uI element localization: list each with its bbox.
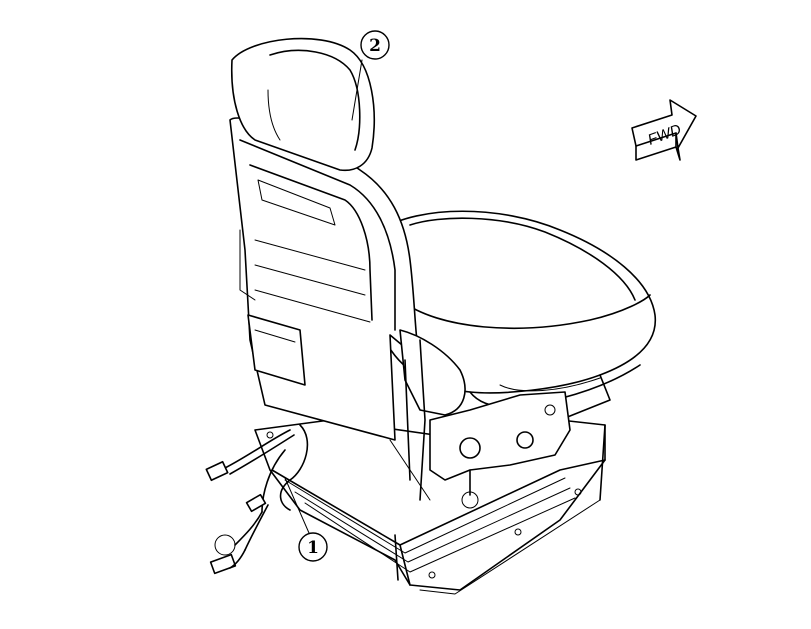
wiring-harness bbox=[205, 424, 309, 575]
callout-2: 2 bbox=[360, 30, 390, 60]
fwd-arrow: FWD bbox=[631, 99, 697, 161]
recline-bracket bbox=[429, 391, 571, 509]
seat-back bbox=[229, 117, 466, 501]
callout-1: 1 bbox=[298, 532, 328, 562]
leader-line-2 bbox=[351, 59, 363, 121]
callout-2-label: 2 bbox=[369, 36, 381, 56]
callout-1-label: 1 bbox=[307, 538, 319, 558]
leader-line-1 bbox=[284, 477, 310, 534]
headrest bbox=[230, 37, 375, 172]
